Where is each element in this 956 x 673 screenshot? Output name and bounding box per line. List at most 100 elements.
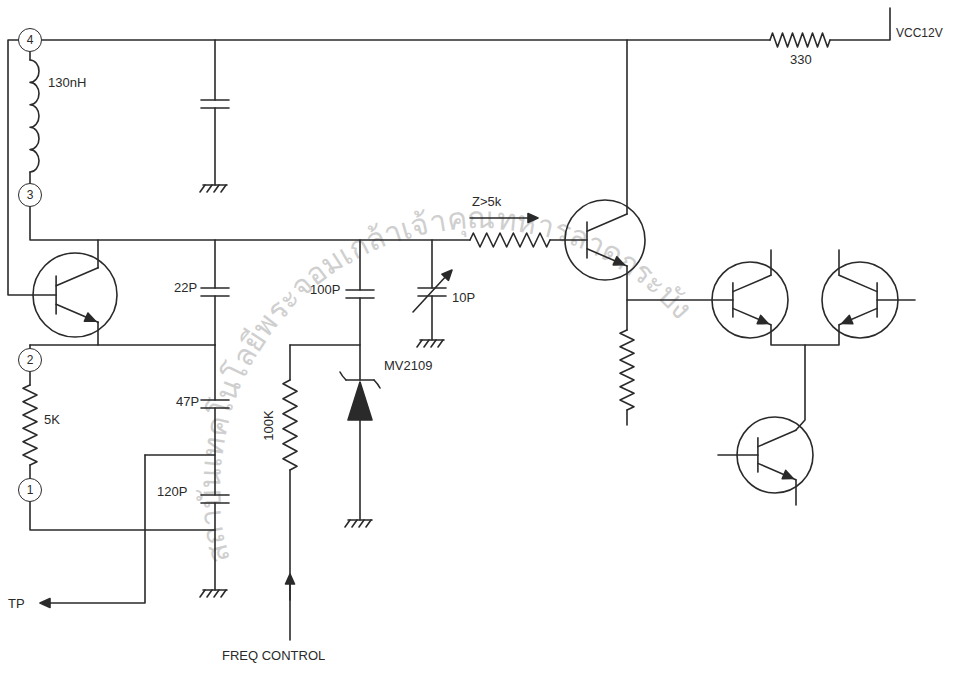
ground-symbol <box>348 519 372 521</box>
pin-number: 2 <box>27 354 34 366</box>
wire <box>97 322 99 345</box>
ground-symbol <box>420 339 444 341</box>
transistor-symbol <box>587 249 627 266</box>
trimmer-symbol <box>413 274 448 312</box>
arrow-head <box>757 315 768 323</box>
pin-circle: 1 <box>18 478 42 502</box>
wire <box>771 325 839 345</box>
capacitor-symbol <box>418 287 446 289</box>
arrow-head <box>84 313 95 321</box>
arrow-head <box>40 599 50 608</box>
wire <box>830 8 890 40</box>
ground-symbol <box>203 589 227 591</box>
wire <box>214 503 216 590</box>
resistor-symbol <box>770 33 830 47</box>
transistor-symbol <box>587 214 627 231</box>
wire <box>626 410 628 425</box>
ground-symbol <box>417 340 422 347</box>
capacitor-symbol <box>201 99 229 101</box>
wire <box>550 239 587 241</box>
pin-number: 1 <box>27 484 34 496</box>
arrow-head <box>286 574 295 584</box>
varactor-symbol <box>340 372 380 388</box>
wire <box>214 108 216 185</box>
wire <box>289 345 291 380</box>
supply-label: VCC12V <box>896 26 943 41</box>
ground-symbol <box>431 340 436 347</box>
capacitor-symbol <box>201 399 229 401</box>
wire <box>470 217 528 219</box>
capacitor-symbol <box>201 287 229 289</box>
value-label: 47P <box>176 394 199 409</box>
value-label: 130nH <box>48 75 86 90</box>
wire <box>214 40 216 100</box>
transistor-symbol <box>839 275 877 291</box>
wire <box>431 240 433 288</box>
ground-symbol <box>221 185 226 192</box>
wire <box>359 298 361 380</box>
wire <box>30 502 215 530</box>
ground-symbol <box>203 184 227 186</box>
circuit-wires <box>8 8 915 640</box>
wire <box>795 480 797 505</box>
ground-symbol <box>214 185 219 192</box>
ground-symbol <box>366 520 371 527</box>
transistor-symbol <box>733 308 771 324</box>
arrow-head <box>528 214 538 223</box>
varactor-symbol <box>346 379 374 381</box>
capacitor-symbol <box>346 289 374 291</box>
wire <box>627 299 733 301</box>
resistor-symbol <box>620 330 634 410</box>
wire <box>289 582 291 640</box>
transistor-symbol <box>56 304 98 322</box>
ground-symbol <box>221 590 226 597</box>
pin-circle: 3 <box>18 183 42 207</box>
transistor-symbol <box>56 268 98 286</box>
wire <box>48 455 145 603</box>
wire <box>770 250 772 275</box>
varactor-symbol <box>348 382 372 420</box>
part-label: MV2109 <box>384 358 432 373</box>
wire <box>796 345 805 430</box>
wire <box>214 408 216 455</box>
wire <box>626 266 628 330</box>
wire <box>29 465 31 478</box>
wire <box>214 240 216 288</box>
wire <box>626 40 628 214</box>
capacitor-symbol <box>201 494 229 496</box>
wire <box>30 344 215 346</box>
wire <box>359 240 361 290</box>
value-label: 5K <box>44 412 60 427</box>
value-label: 330 <box>790 52 812 67</box>
wire <box>214 345 216 400</box>
resistor-symbol <box>283 380 297 470</box>
pin-number: 4 <box>27 34 34 46</box>
wire <box>431 296 433 340</box>
pin-circle: 2 <box>18 348 42 372</box>
wire <box>30 207 470 240</box>
pin-number: 3 <box>27 189 34 201</box>
signal-label: TP <box>8 596 25 611</box>
value-label: 120P <box>157 484 187 499</box>
ground-symbol <box>214 590 219 597</box>
impedance-label: Z>5k <box>472 194 501 209</box>
arrow-head <box>613 257 624 265</box>
wire <box>359 420 361 520</box>
ground-symbol <box>200 590 205 597</box>
arrow-head <box>442 270 452 280</box>
resistor-symbol <box>23 385 37 465</box>
ground-symbol <box>359 520 364 527</box>
wire <box>29 372 31 385</box>
signal-label: FREQ CONTROL <box>222 648 325 663</box>
wire <box>877 299 915 301</box>
transistor-symbol <box>758 463 796 479</box>
transistor-symbol <box>733 275 771 291</box>
resistor-symbol <box>470 233 550 247</box>
wire <box>290 344 360 346</box>
wire <box>29 52 31 60</box>
value-label: 100K <box>261 410 276 440</box>
watermark-text: สถาบันเทคโนโลยีพระจอมเกล้าเจ้าคุณทหารลาด… <box>192 201 700 567</box>
wire <box>214 296 216 345</box>
